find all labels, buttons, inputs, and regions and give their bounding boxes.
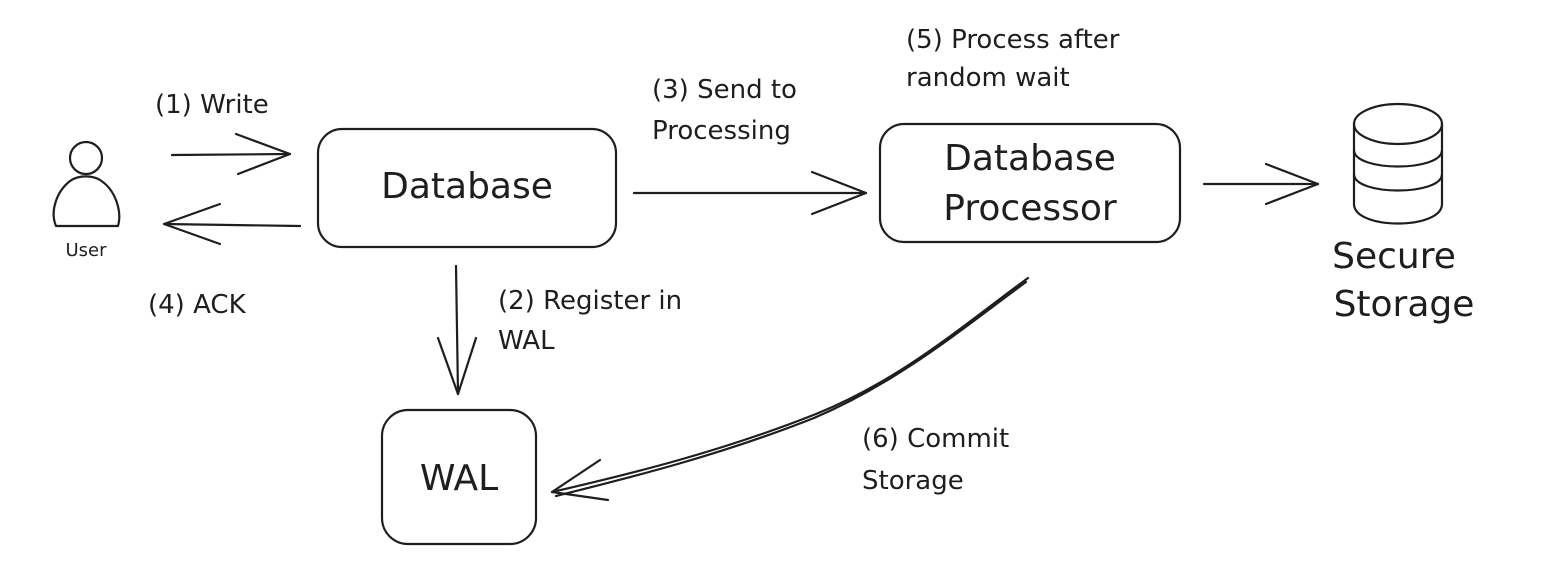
processor-box xyxy=(878,122,1182,244)
database-box xyxy=(316,127,618,249)
processor-node: Database Processor xyxy=(878,122,1182,244)
commit-label-line1: (6) Commit xyxy=(862,424,1009,454)
write-label: (1) Write xyxy=(155,90,269,120)
commit-arrow-curve-sketch xyxy=(554,280,1028,498)
wal-box xyxy=(380,408,538,546)
ack-arrow-line xyxy=(162,222,302,228)
user-body-icon xyxy=(52,175,121,228)
database-cylinder-icon xyxy=(1352,102,1444,225)
send-edge xyxy=(632,170,868,216)
user-label: User xyxy=(65,240,107,261)
storage-label-line2: Storage xyxy=(1334,284,1475,325)
user-head-icon xyxy=(68,140,104,176)
wal-node: WAL xyxy=(380,408,538,546)
send-label-line2: Processing xyxy=(652,116,791,146)
send-arrowhead xyxy=(810,170,868,216)
register-label-line2: WAL xyxy=(498,326,555,356)
ack-arrowhead xyxy=(162,202,222,246)
commit-arrow-curve xyxy=(550,276,1030,494)
write-arrow-line xyxy=(170,152,292,157)
register-edge xyxy=(436,264,478,396)
storage-arrowhead xyxy=(1264,162,1320,206)
database-node: Database xyxy=(316,127,618,249)
storage-label-line1: Secure xyxy=(1332,236,1456,277)
commit-edge xyxy=(550,276,1030,502)
ack-label: (4) ACK xyxy=(148,290,247,320)
process-label-line1: (5) Process after xyxy=(906,25,1120,55)
storage-edge xyxy=(1202,162,1320,206)
send-label-line1: (3) Send to xyxy=(652,75,797,105)
database-label: Database xyxy=(381,166,553,207)
process-label-line2: random wait xyxy=(906,63,1070,93)
register-arrowhead xyxy=(436,336,478,396)
processor-label-line1: Database xyxy=(944,138,1116,179)
commit-arrowhead xyxy=(550,458,610,502)
register-label-line1: (2) Register in xyxy=(498,286,682,316)
register-arrow-line xyxy=(454,264,460,396)
write-edge xyxy=(170,132,292,176)
user-actor: User xyxy=(52,140,121,261)
ack-edge xyxy=(162,202,302,246)
write-arrowhead xyxy=(234,132,292,176)
storage-node: Secure Storage xyxy=(1332,102,1475,325)
wal-label: WAL xyxy=(420,458,498,499)
commit-label-line2: Storage xyxy=(862,466,964,496)
processor-label-line2: Processor xyxy=(943,188,1117,229)
